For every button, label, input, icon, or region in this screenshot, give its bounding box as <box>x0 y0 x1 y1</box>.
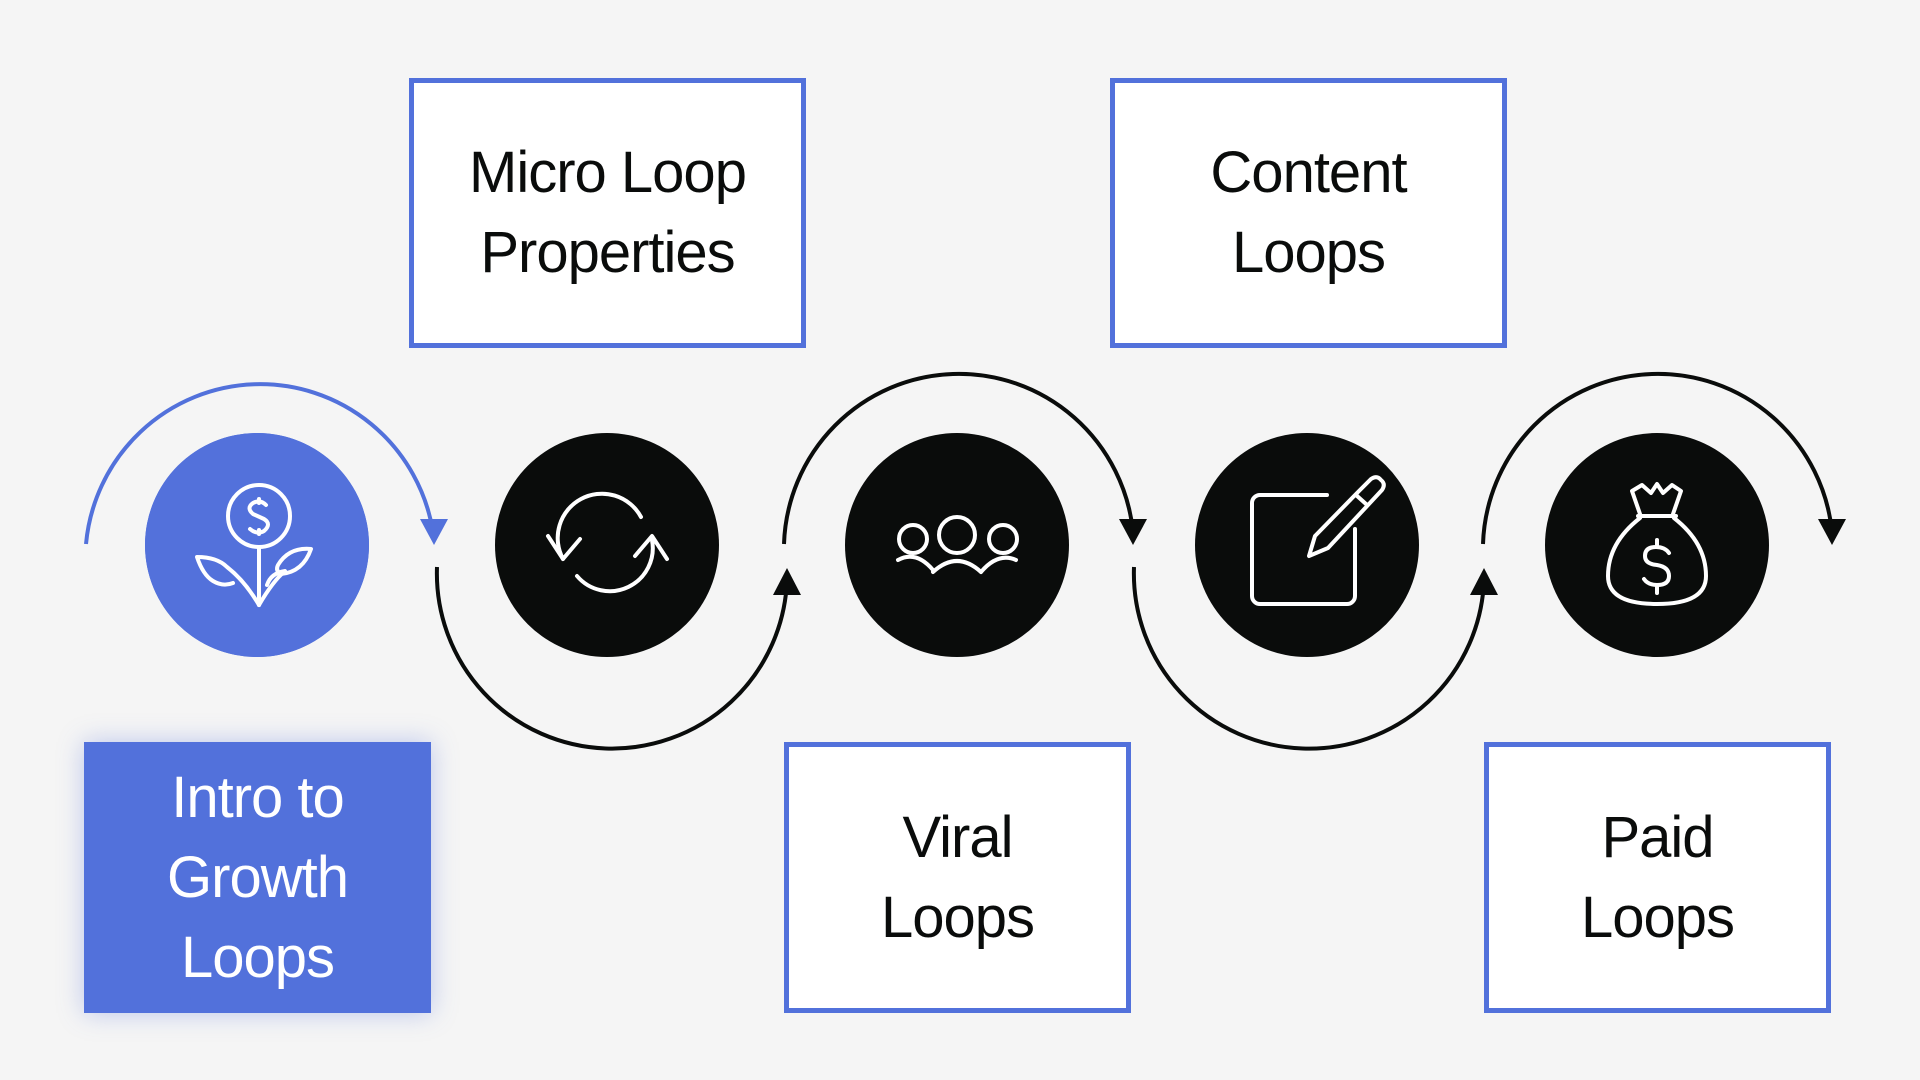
step-node-intro[interactable] <box>145 433 369 657</box>
arrowhead-intro <box>420 519 448 545</box>
step-label-text: Intro to Growth Loops <box>167 764 349 990</box>
group-icon <box>896 515 1019 574</box>
step-label-text: Content Loops <box>1210 140 1407 285</box>
step-label-text: Viral Loops <box>880 804 1035 950</box>
arrowhead-micro <box>773 568 801 595</box>
step-label-viral[interactable]: Viral Loops <box>784 742 1131 1013</box>
connector-arcs <box>84 371 1846 751</box>
step-label-intro[interactable]: Intro to Growth Loops <box>84 742 431 1013</box>
step-label-paid[interactable]: Paid Loops <box>1484 742 1831 1013</box>
step-node-paid[interactable] <box>1545 433 1769 657</box>
step-node-viral[interactable] <box>845 433 1069 657</box>
plant-coin-icon <box>195 483 313 607</box>
step-node-content[interactable] <box>1195 433 1419 657</box>
arrowhead-paid <box>1818 519 1846 545</box>
step-label-content[interactable]: Content Loops <box>1110 78 1507 348</box>
arrowhead-viral <box>1119 519 1147 545</box>
step-node-micro[interactable] <box>495 433 719 657</box>
arc-paid-top <box>1481 371 1834 545</box>
edit-icon <box>1250 475 1386 606</box>
step-label-text: Paid Loops <box>1580 804 1735 950</box>
arrowhead-content <box>1470 568 1498 595</box>
step-label-text: Micro Loop Properties <box>469 140 747 285</box>
arc-content-bottom <box>1131 566 1486 751</box>
step-label-micro[interactable]: Micro Loop Properties <box>409 78 806 348</box>
arc-viral-top <box>782 371 1135 545</box>
refresh-icon <box>546 491 669 594</box>
arc-micro-bottom <box>434 566 789 751</box>
money-bag-icon <box>1606 482 1708 606</box>
arc-intro-top <box>84 382 435 545</box>
